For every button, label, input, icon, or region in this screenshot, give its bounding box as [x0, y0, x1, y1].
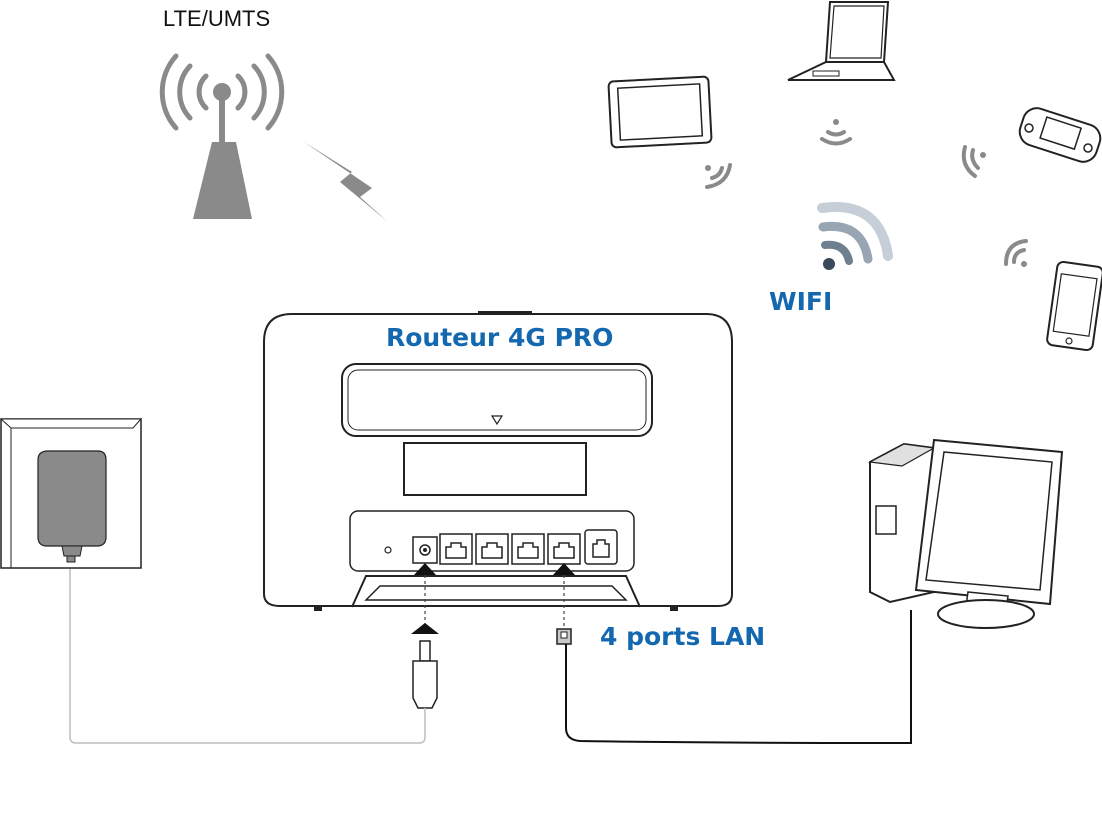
tablet-icon: [607, 75, 713, 149]
power-cable: [69, 562, 426, 744]
power-adapter-icon: [0, 418, 143, 569]
router-body: [263, 311, 733, 611]
laptop-icon: [787, 1, 896, 81]
lan-connection: [553, 563, 575, 628]
router-title: Routeur 4G PRO: [386, 323, 614, 352]
cell-tower-icon: [159, 53, 285, 219]
ethernet-plug-icon: [556, 628, 572, 645]
wifi-icon: [817, 202, 893, 270]
tablet-signal-icon: [705, 163, 732, 189]
lightning-icon: [304, 142, 388, 222]
desktop-computer-icon: [868, 438, 1064, 629]
game-console-icon: [1018, 107, 1102, 163]
console-signal-icon: [961, 145, 986, 178]
laptop-signal-icon: [820, 119, 852, 146]
smartphone-icon: [1046, 260, 1102, 352]
lan-ports-label: 4 ports LAN: [600, 622, 766, 651]
lan-cable: [565, 610, 912, 745]
power-connection: [411, 563, 439, 634]
phone-signal-icon: [1004, 239, 1028, 267]
power-plug-icon: [412, 640, 438, 709]
wifi-label: WIFI: [769, 287, 833, 316]
network-type-label: LTE/UMTS: [163, 6, 271, 31]
